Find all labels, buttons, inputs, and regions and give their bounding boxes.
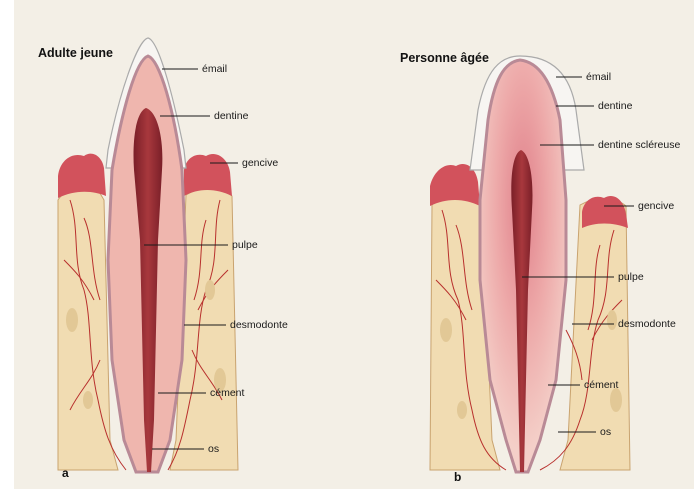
label-dentine-sclereuse-b: dentine scléreuse <box>598 139 680 151</box>
label-desmodonte-b: desmodonte <box>618 318 676 330</box>
gingiva-right-a <box>184 154 232 196</box>
label-dentine-b: dentine <box>598 100 633 112</box>
panel-b-title: Personne âgée <box>400 51 489 65</box>
label-desmodonte-a: desmodonte <box>230 319 288 331</box>
label-email-b: émail <box>586 71 611 83</box>
label-email-a: émail <box>202 63 227 75</box>
label-gencive-a: gencive <box>242 157 278 169</box>
label-os-b: os <box>600 426 611 438</box>
label-os-a: os <box>208 443 219 455</box>
panel-b-letter: b <box>454 470 461 484</box>
panel-a-title: Adulte jeune <box>38 46 113 60</box>
label-gencive-b: gencive <box>638 200 674 212</box>
label-pulpe-b: pulpe <box>618 271 644 283</box>
gingiva-left-a <box>58 154 106 198</box>
label-dentine-a: dentine <box>214 110 249 122</box>
panel-a-letter: a <box>62 466 69 480</box>
label-pulpe-a: pulpe <box>232 239 258 251</box>
label-cement-a: cément <box>210 387 245 399</box>
left-margin <box>0 0 14 489</box>
label-cement-b: cément <box>584 379 619 391</box>
